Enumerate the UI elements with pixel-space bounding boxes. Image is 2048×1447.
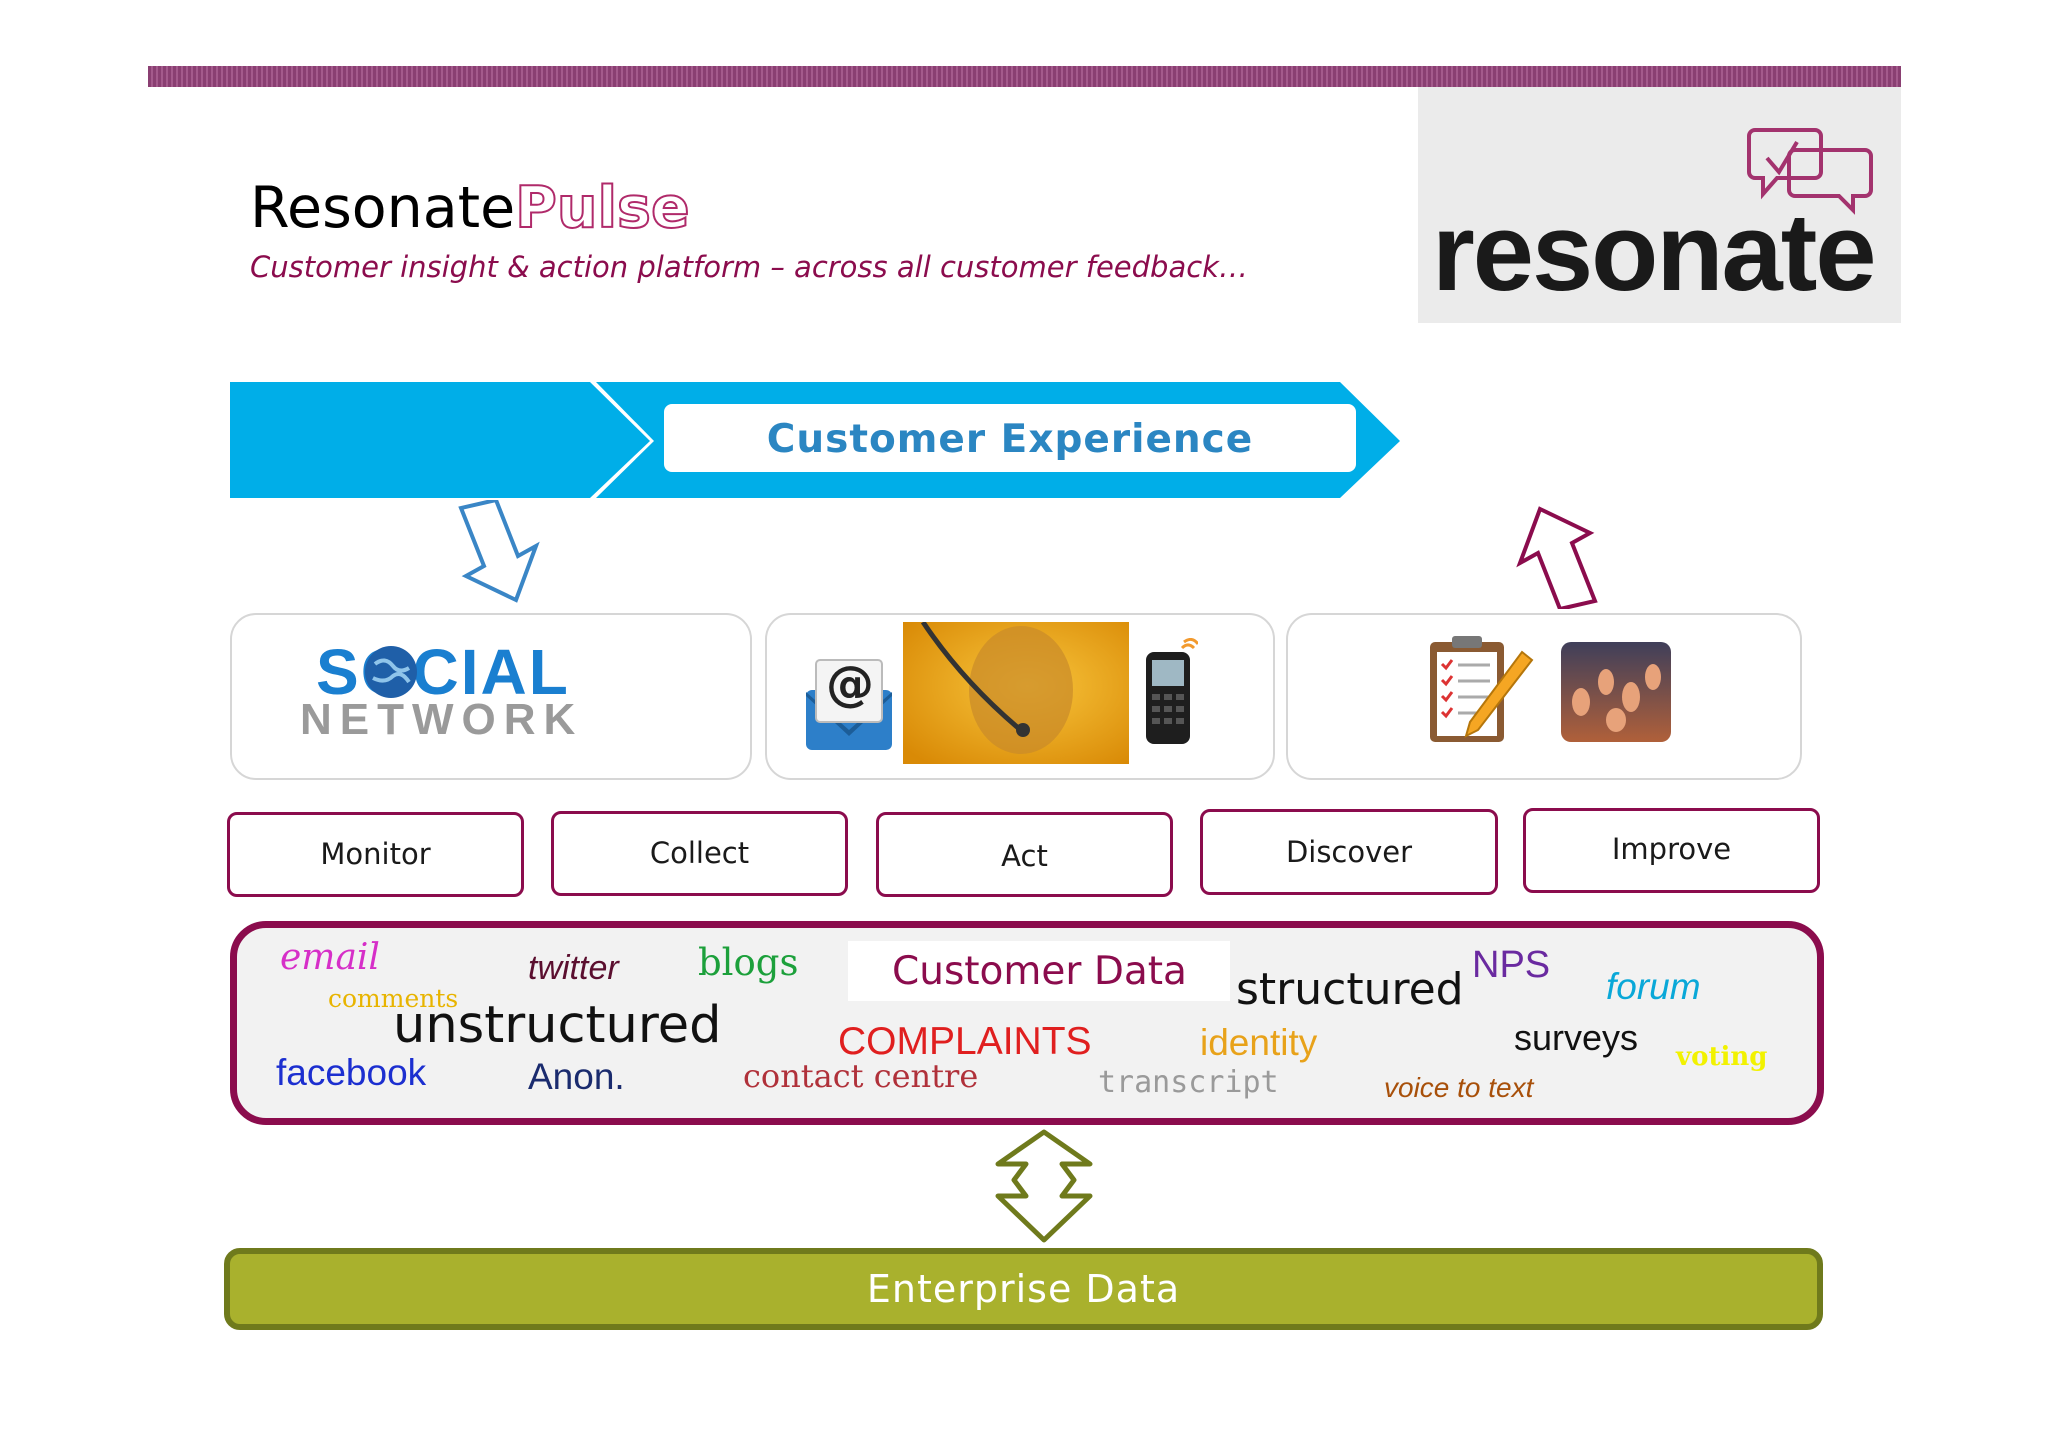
word-comments: comments <box>328 984 459 1013</box>
word-voting: voting <box>1676 1042 1768 1072</box>
step-improve[interactable]: Improve <box>1523 808 1820 893</box>
word-forum: forum <box>1606 966 1701 1007</box>
step-act[interactable]: Act <box>876 812 1173 897</box>
word-identity: identity <box>1200 1022 1318 1063</box>
word-facebook: facebook <box>276 1052 427 1093</box>
title-pulse: Pulse <box>514 175 690 241</box>
word-twitter: twitter <box>528 949 619 987</box>
resonate-logo-text: resonate <box>1432 191 1877 314</box>
network-word: NETWORK <box>300 695 584 744</box>
banner-label-box <box>664 404 1356 472</box>
word-complaints: COMPLAINTS <box>838 1020 1092 1063</box>
crowd-voting-photo <box>1561 642 1671 742</box>
step-collect[interactable]: Collect <box>551 811 848 896</box>
email-envelope-icon <box>806 659 892 750</box>
enterprise-data-bar: Enterprise Data <box>224 1248 1823 1330</box>
word-transcript: transcript <box>1098 1065 1279 1100</box>
page-subtitle: Customer insight & action platform – acr… <box>250 250 1248 284</box>
word-nps: NPS <box>1472 944 1551 986</box>
step-discover[interactable]: Discover <box>1200 809 1498 895</box>
feedback-panel <box>1286 613 1802 780</box>
down-arrow-icon <box>458 500 540 603</box>
word-contact-centre: contact centre <box>743 1057 979 1095</box>
word-blogs: blogs <box>698 941 799 984</box>
word-structured: structured <box>1236 964 1464 1015</box>
page-title: ResonatePulse <box>250 179 691 238</box>
title-resonate: Resonate <box>250 175 516 241</box>
word-voice-to-text: voice to text <box>1384 1072 1534 1103</box>
resonate-logo <box>1418 87 1901 323</box>
mobile-phone-icon <box>1146 638 1198 744</box>
word-customer-data: Customer Data <box>892 949 1187 994</box>
top-decorative-bar <box>148 66 1901 87</box>
bidirectional-arrow-icon <box>995 1129 1093 1243</box>
globe-icon <box>365 646 417 698</box>
social-word: SOCIAL <box>316 636 570 708</box>
word-unstructured: unstructured <box>393 996 722 1055</box>
social-network-panel <box>230 613 752 780</box>
up-arrow-icon <box>1516 506 1598 609</box>
survey-clipboard-icon <box>1430 636 1534 742</box>
word-surveys: surveys <box>1514 1017 1639 1058</box>
call-centre-agent-photo <box>903 622 1129 764</box>
word-email: email <box>280 937 380 978</box>
word-anon: Anon. <box>528 1056 625 1097</box>
banner-label: Customer Experience <box>766 417 1254 462</box>
at-symbol: @ <box>826 656 874 712</box>
speech-bubbles-icon <box>1747 128 1873 215</box>
customer-data-label-bg <box>848 941 1230 1001</box>
step-monitor[interactable]: Monitor <box>227 812 524 897</box>
